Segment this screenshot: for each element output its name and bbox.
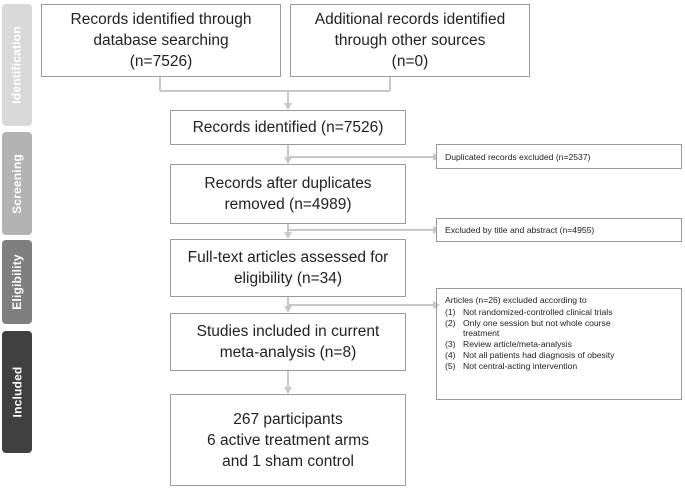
fulltext-box: Full-text articles assessed for eligibil… xyxy=(170,239,406,297)
stage-eligibility: Eligibility xyxy=(2,240,32,324)
title-abstract-note-text: Excluded by title and abstract (n=4955) xyxy=(445,225,595,235)
exclusion-heading: Articles (n=26) excluded according to xyxy=(445,295,587,305)
other-sources-text: Additional records identified through ot… xyxy=(314,11,506,70)
other-sources-box: Additional records identified through ot… xyxy=(290,4,530,77)
exclusion-number: (5) xyxy=(445,360,456,371)
exclusion-item: (1) Not randomized-controlled clinical t… xyxy=(445,307,673,318)
exclusion-number: (2) xyxy=(445,317,456,328)
duplicates-note-text: Duplicated records excluded (n=2537) xyxy=(445,151,591,162)
fulltext-text: Full-text articles assessed for eligibil… xyxy=(187,249,389,287)
after-duplicates-box: Records after duplicates removed (n=4989… xyxy=(170,164,406,224)
arrow-to-studies xyxy=(284,306,292,313)
exclusion-number: (1) xyxy=(445,306,456,317)
records-identified-box: Records identified (n=7526) xyxy=(170,110,406,145)
database-search-text: Records identified through database sear… xyxy=(70,11,252,70)
stage-screening-label: Screening xyxy=(10,153,25,214)
exclusion-item: (4) Not all patients had diagnosis of ob… xyxy=(445,350,673,361)
title-abstract-note: Excluded by title and abstract (n=4955) xyxy=(436,218,682,242)
exclusion-number: (3) xyxy=(445,339,456,350)
arrow-to-fulltext xyxy=(284,232,292,239)
stage-screening: Screening xyxy=(2,132,32,235)
exclusion-text: Only one session but not whole course tr… xyxy=(463,317,611,339)
participants-text: 267 participants 6 active treatment arms… xyxy=(207,410,369,470)
stage-eligibility-label: Eligibility xyxy=(10,254,25,310)
exclusion-text: Review article/meta-analysis xyxy=(463,339,572,350)
records-identified-text: Records identified (n=7526) xyxy=(192,119,384,136)
exclusion-criteria-box: Articles (n=26) excluded according to (1… xyxy=(436,288,682,400)
stage-included: Included xyxy=(2,331,32,453)
included-studies-text: Studies included in current meta-analysi… xyxy=(196,323,380,361)
exclusion-text: Not central-acting intervention xyxy=(463,360,578,371)
database-search-box: Records identified through database sear… xyxy=(41,4,281,77)
exclusion-text: Not all patients had diagnosis of obesit… xyxy=(463,349,615,360)
exclusion-text: Not randomized-controlled clinical trial… xyxy=(463,306,613,317)
stage-identification: Identification xyxy=(2,4,32,126)
arrow-to-participants xyxy=(284,387,292,394)
exclusion-number: (4) xyxy=(445,349,456,360)
arrow-to-after-duplicates xyxy=(284,157,292,164)
arrow-to-identified xyxy=(284,103,292,110)
stage-identification-label: Identification xyxy=(10,26,24,104)
exclusion-item: (5) Not central-acting intervention xyxy=(445,361,673,372)
participants-box: 267 participants 6 active treatment arms… xyxy=(170,394,406,486)
exclusion-item: (3) Review article/meta-analysis xyxy=(445,339,673,350)
stage-included-label: Included xyxy=(10,366,24,418)
exclusion-item: (2) Only one session but not whole cours… xyxy=(445,318,673,340)
included-studies-box: Studies included in current meta-analysi… xyxy=(170,313,406,371)
duplicates-note: Duplicated records excluded (n=2537) xyxy=(436,144,682,169)
after-duplicates-text: Records after duplicates removed (n=4989… xyxy=(204,175,372,213)
